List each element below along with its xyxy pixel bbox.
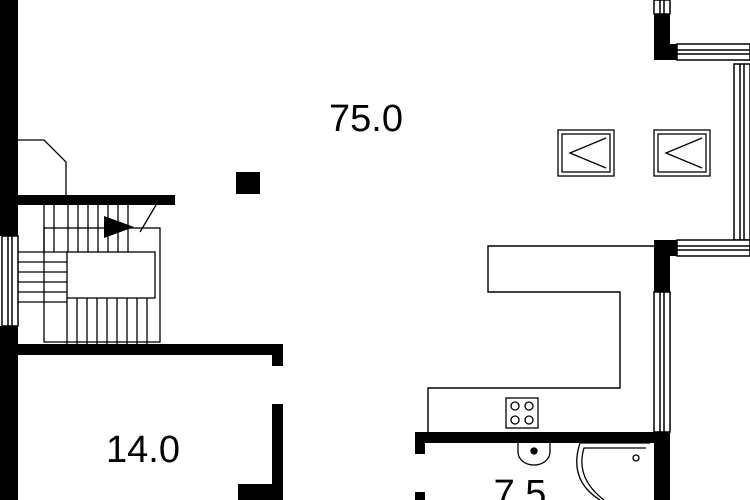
window-left [1,235,19,327]
wall-bedroom-right [272,404,283,500]
window-top-right [653,0,671,15]
skylight-right [653,129,711,177]
room-area-bedroom: 14.0 [106,429,180,471]
wall-left-lower [0,326,18,500]
staircase [18,139,161,344]
kitchen-counter [427,245,654,432]
corner-bathtub-icon [576,442,650,500]
wall-bedroom-door-stub [238,484,272,500]
structural-column [236,172,260,194]
wall-left-upper [0,0,18,236]
washbasin-icon [517,443,551,466]
skylight-left [557,129,615,177]
window-bay-top [676,43,750,61]
room-area-living: 75.0 [329,98,403,140]
window-bay-right [733,63,750,241]
stair-direction-arrow-icon [104,216,134,238]
wall-bath-left-stub [415,432,425,454]
wall-stair-top [18,195,175,205]
window-right-lower [653,291,671,433]
wall-bath-left-low [415,492,425,500]
cooktop-icon [505,397,539,429]
wall-bedroom-top-stub [272,344,283,366]
wall-bath-top [415,432,670,443]
wall-bath-right [654,432,670,500]
wall-right-mid [654,240,670,292]
room-area-bathroom: 7.5 [494,473,547,500]
window-bay-bottom [676,239,750,257]
wall-bedroom-top [18,344,283,355]
windows [1,0,750,433]
